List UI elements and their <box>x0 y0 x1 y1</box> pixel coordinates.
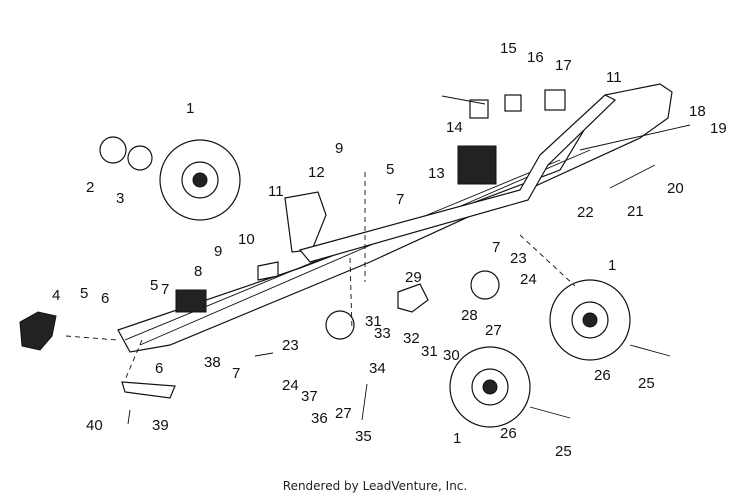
callout-11: 11 <box>268 183 284 200</box>
callout-7: 7 <box>396 191 404 208</box>
shock-mount-right <box>470 270 500 300</box>
wear-strip-part <box>121 381 176 399</box>
callout-10: 10 <box>238 231 255 248</box>
callout-23: 23 <box>282 337 299 354</box>
callout-3: 3 <box>116 190 124 207</box>
callout-13: 13 <box>428 165 445 182</box>
callout-24: 24 <box>282 377 299 394</box>
callout-7: 7 <box>161 281 169 298</box>
callout-22: 22 <box>577 204 594 221</box>
callout-9: 9 <box>214 243 222 260</box>
callout-27: 27 <box>335 405 352 422</box>
callout-16: 16 <box>527 49 544 66</box>
callout-5: 5 <box>80 285 88 302</box>
callout-14: 14 <box>446 119 463 136</box>
callout-25: 25 <box>638 375 655 392</box>
shock-mount-left <box>325 310 355 340</box>
callout-8: 8 <box>194 263 202 280</box>
snap-ring-part <box>99 136 127 164</box>
callout-40: 40 <box>86 417 103 434</box>
callout-17: 17 <box>555 57 572 74</box>
callout-37: 37 <box>301 388 318 405</box>
callout-11: 11 <box>606 69 622 86</box>
callout-26: 26 <box>594 367 611 384</box>
spacer-part <box>469 99 489 119</box>
idler-wheel-top <box>159 139 241 221</box>
callout-20: 20 <box>667 180 684 197</box>
bolt-25-bottom <box>529 406 571 419</box>
bolt-35 <box>361 383 368 421</box>
rail-tip-part <box>19 311 57 351</box>
callout-24: 24 <box>520 271 537 288</box>
callout-7: 7 <box>492 239 500 256</box>
bolt-25-right <box>629 344 671 357</box>
callout-30: 30 <box>443 347 460 364</box>
shock-link-part <box>397 283 429 313</box>
bolt-23-left <box>254 352 274 357</box>
callout-27: 27 <box>485 322 502 339</box>
callout-28: 28 <box>461 307 478 324</box>
bolt-40 <box>127 409 131 425</box>
callout-31: 31 <box>421 343 438 360</box>
callout-36: 36 <box>311 410 328 427</box>
callout-5: 5 <box>386 161 394 178</box>
callout-18: 18 <box>689 103 706 120</box>
callout-9: 9 <box>335 140 343 157</box>
callout-6: 6 <box>155 360 163 377</box>
callout-6: 6 <box>101 290 109 307</box>
callout-31: 31 <box>365 313 382 330</box>
idler-wheel-bottom <box>449 346 531 428</box>
spacer-part-2 <box>504 94 522 112</box>
callout-29: 29 <box>405 269 422 286</box>
bracket-part <box>257 261 279 281</box>
callout-39: 39 <box>152 417 169 434</box>
callout-35: 35 <box>355 428 372 445</box>
callout-26: 26 <box>500 425 517 442</box>
callout-1: 1 <box>453 430 461 447</box>
callout-23: 23 <box>510 250 527 267</box>
bearing-part <box>127 145 153 171</box>
callout-33: 33 <box>374 325 391 342</box>
callout-4: 4 <box>52 287 60 304</box>
callout-7: 7 <box>232 365 240 382</box>
rear-bracket-plate <box>284 191 327 253</box>
callout-2: 2 <box>86 179 94 196</box>
callout-5: 5 <box>150 277 158 294</box>
callout-32: 32 <box>403 330 420 347</box>
callout-19: 19 <box>710 120 727 137</box>
upper-torque-arm <box>298 94 617 263</box>
idler-wheel-right <box>549 279 631 361</box>
callout-38: 38 <box>204 354 221 371</box>
callout-25: 25 <box>555 443 572 460</box>
callout-21: 21 <box>627 203 644 220</box>
render-credit: Rendered by LeadVenture, Inc. <box>282 479 468 493</box>
callout-15: 15 <box>500 40 517 57</box>
callout-12: 12 <box>308 164 325 181</box>
spacer-part-3 <box>544 89 566 111</box>
callout-34: 34 <box>369 360 386 377</box>
bolt-15 <box>441 95 486 105</box>
callout-1: 1 <box>186 100 194 117</box>
pivot-block-part <box>457 145 497 185</box>
callout-1: 1 <box>608 257 616 274</box>
block-part <box>175 289 207 313</box>
shaft-21 <box>609 164 656 189</box>
